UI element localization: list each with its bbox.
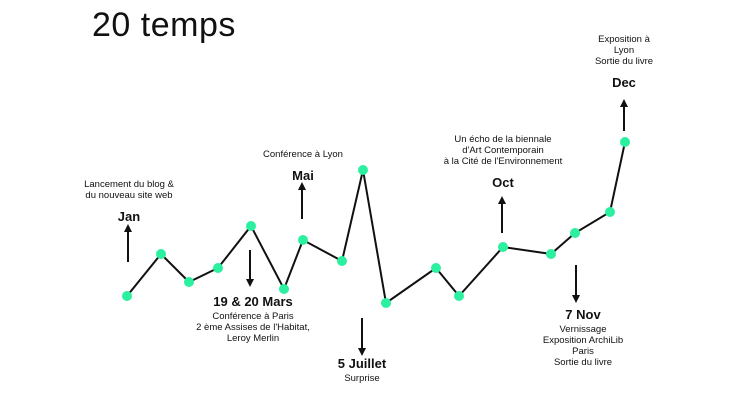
timeline-point-14 bbox=[570, 228, 580, 238]
annotation-month: Oct bbox=[492, 175, 514, 190]
timeline-point-16 bbox=[620, 137, 630, 147]
annotation-month: 7 Nov bbox=[565, 307, 601, 322]
annotation-month: Dec bbox=[612, 75, 636, 90]
annotation-text-line: Exposition ArchiLib bbox=[542, 335, 624, 346]
annotation-month: 19 & 20 Mars bbox=[213, 294, 293, 309]
timeline-point-11 bbox=[454, 291, 464, 301]
timeline-point-4 bbox=[246, 221, 256, 231]
annotation-text-line: Vernissage bbox=[559, 324, 607, 335]
annotation-month: Mai bbox=[292, 168, 314, 183]
timeline-point-0 bbox=[122, 291, 132, 301]
timeline-point-5 bbox=[279, 284, 289, 294]
annotation-text-line: à la Cité de l'Environnement bbox=[443, 156, 563, 167]
timeline-point-8 bbox=[358, 165, 368, 175]
annotation-text-line: Conférence à Lyon bbox=[263, 149, 343, 160]
annotation-text-line: Exposition à bbox=[598, 34, 650, 45]
timeline-point-15 bbox=[605, 207, 615, 217]
page-title: 20 temps bbox=[92, 6, 236, 44]
annotation-text-line: Lancement du blog & bbox=[84, 179, 174, 190]
timeline-point-6 bbox=[298, 235, 308, 245]
timeline-point-7 bbox=[337, 256, 347, 266]
timeline-point-2 bbox=[184, 277, 194, 287]
annotation-text-line: du nouveau site web bbox=[85, 190, 173, 201]
annotation-text-line: Conférence à Paris bbox=[212, 311, 294, 322]
timeline-point-3 bbox=[213, 263, 223, 273]
timeline-point-1 bbox=[156, 249, 166, 259]
timeline-point-12 bbox=[498, 242, 508, 252]
annotation-text-line: Lyon bbox=[613, 45, 635, 56]
annotation-text-line: Paris bbox=[572, 346, 594, 357]
annotation-text-line: d'Art Contemporain bbox=[462, 145, 544, 156]
annotation-text-line: Un écho de la biennale bbox=[454, 134, 552, 145]
annotation-text-line: Surprise bbox=[344, 373, 380, 384]
annotation-text-line: Sortie du livre bbox=[594, 56, 654, 67]
annotation-text-line: 2 ème Assises de l'Habitat, bbox=[196, 322, 310, 333]
annotation-text-line: Leroy Merlin bbox=[226, 333, 280, 344]
annotation-text-line: Sortie du livre bbox=[553, 357, 613, 368]
timeline-point-9 bbox=[381, 298, 391, 308]
timeline-point-13 bbox=[546, 249, 556, 259]
annotation-month: 5 Juillet bbox=[337, 356, 387, 371]
annotation-month: Jan bbox=[117, 209, 141, 224]
timeline-point-10 bbox=[431, 263, 441, 273]
